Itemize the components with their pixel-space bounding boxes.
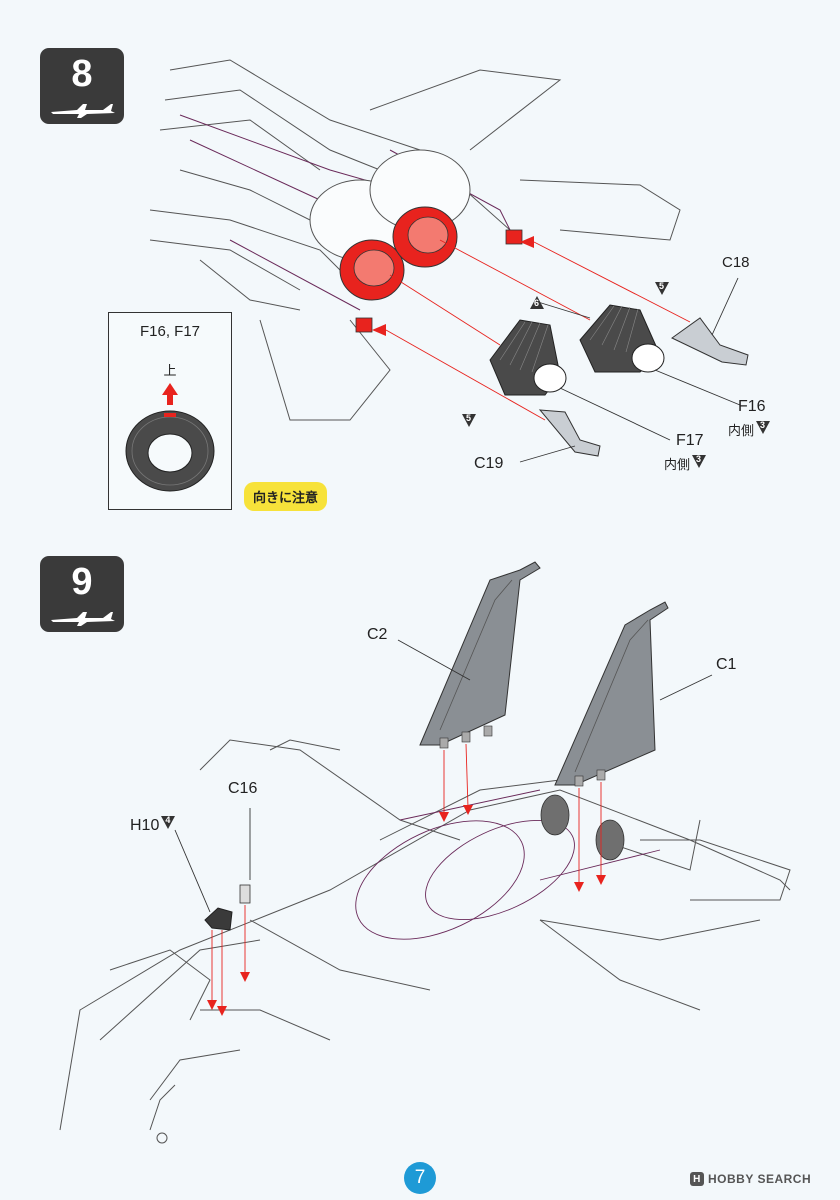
inset-title: F16, F17 [139, 323, 201, 340]
vertical-tail-c1 [554, 601, 669, 787]
part-c16-shape [239, 884, 251, 904]
orientation-inset: F16, F17 上 [108, 312, 232, 510]
paint-ref-6: 6 [530, 296, 544, 310]
hobby-search-logo-icon: H [690, 1172, 704, 1186]
paint-marker-icon [655, 282, 669, 295]
part-c16-label: C16 [228, 780, 258, 797]
part-c1-label: C1 [716, 656, 737, 673]
part-c2-label: C2 [367, 626, 388, 643]
nozzle-f17 [489, 319, 567, 396]
caution-badge: 向きに注意 [244, 482, 328, 511]
paint-marker-icon [462, 414, 476, 427]
vertical-tail-c2 [419, 561, 541, 749]
step-8-badge: 8 [40, 48, 124, 124]
orientation-ring-drawing [125, 383, 215, 492]
nozzle-f16 [579, 304, 665, 373]
inset-up-label: 上 [163, 363, 177, 378]
step-8-number: 8 [71, 53, 93, 95]
exhaust-ring-left [339, 239, 405, 301]
exhaust-ring-right [392, 206, 458, 268]
paint-marker-icon [756, 421, 771, 434]
step-9-diagram [59, 561, 791, 1144]
watermark: H HOBBY SEARCH [690, 1172, 811, 1186]
part-h10-shape [204, 907, 233, 931]
f16-inner-note: 内側 3 [728, 420, 771, 439]
part-c19-label: C19 [474, 455, 504, 472]
paint-ref-5-top: 5 [655, 281, 669, 296]
f17-inner-note: 内側 3 [664, 454, 707, 473]
part-f17-label: F17 [676, 432, 704, 449]
step-8-diagram [149, 59, 749, 463]
aircraft-icon [51, 612, 115, 626]
paint-ref-5-bottom: 5 [462, 413, 476, 428]
part-f16-label: F16 [738, 398, 766, 415]
paint-marker-icon [530, 296, 544, 309]
paint-marker-icon [692, 455, 707, 468]
part-h10-label: H10 4 [130, 815, 176, 835]
aircraft-icon [51, 104, 115, 118]
up-arrow-icon [162, 383, 178, 405]
page-number: 7 [404, 1162, 436, 1194]
step-9-badge: 9 [40, 556, 124, 632]
part-c18-label: C18 [722, 254, 750, 271]
step-9-number: 9 [71, 561, 93, 603]
paint-marker-icon [161, 816, 176, 829]
